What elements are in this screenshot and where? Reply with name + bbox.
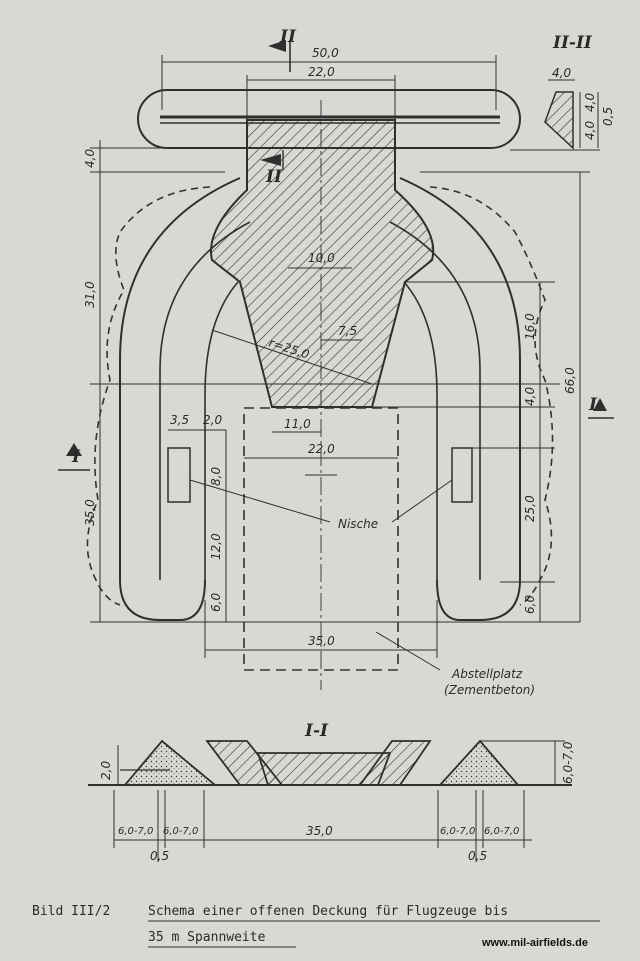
dim-total-66: 66,0	[563, 367, 577, 394]
sec1-dim-left-h: 2,0	[99, 761, 113, 780]
sec1-dim-1: 6,0-7,0	[118, 826, 153, 837]
sec1-dim-small-left: 0,5	[150, 849, 169, 863]
dim-niche-35: 3,5	[170, 413, 189, 427]
section-mark-mid: II	[265, 167, 283, 187]
dim-overall-width: 50,0	[312, 46, 339, 60]
dim-niche-8: 8,0	[209, 467, 223, 486]
right-earth-mound	[437, 739, 520, 786]
dim-pad-width: 22,0	[308, 442, 335, 456]
label-niche: Nische	[338, 517, 378, 531]
left-earth-mound	[123, 739, 218, 786]
dim-arm-6: 6,0	[209, 593, 223, 612]
sec2-dim-h1: 4,0	[583, 93, 597, 112]
caption-label: Bild III/2	[32, 904, 110, 919]
dim-right-4: 4,0	[523, 387, 537, 406]
sec1-dim-4: 6,0-7,0	[440, 826, 475, 837]
dim-right-25: 25,0	[523, 495, 537, 522]
sec1-dim-2: 6,0-7,0	[163, 826, 198, 837]
niche-right	[451, 447, 473, 503]
dim-right-16: 16,0	[523, 313, 537, 340]
dim-left-low: 35,0	[83, 499, 97, 526]
sec1-dim-small-right: 0,5	[468, 849, 487, 863]
caption-line-2: 35 m Spannweite	[148, 930, 266, 945]
dim-left-mid: 31,0	[83, 281, 97, 308]
sec1-dim-right-h: 6,0-7,0	[561, 741, 575, 784]
section-mark-right: I	[588, 395, 598, 415]
section-mark-top: II	[279, 27, 297, 47]
right-wall-hatched	[358, 740, 432, 786]
section-mark-left: I	[71, 447, 81, 467]
earth-outline-dashed	[86, 186, 554, 606]
dim-arm-12: 12,0	[209, 533, 223, 560]
sec1-dim-3: 35,0	[306, 824, 333, 838]
dim-top-width: 22,0	[308, 65, 335, 79]
dim-inner-width: 10,0	[308, 251, 335, 265]
sec2-dim-width: 4,0	[552, 66, 571, 80]
sec2-dim-h2: 4,0	[583, 121, 597, 140]
section-2-profile	[544, 91, 574, 150]
section-2-detail: 4,0 4,0 4,0 0,5	[510, 66, 615, 151]
dim-half-width: 7,5	[338, 324, 357, 338]
website-credit: www.mil-airfields.de	[481, 937, 588, 949]
section-1-profile: I-I 2,0 6,0-7,0 6,0-7,0 6,0-7,0 35,0 6,0…	[88, 721, 575, 863]
dim-left-top: 4,0	[83, 149, 97, 168]
section-1-title: I-I	[304, 721, 329, 741]
niche-left	[167, 447, 191, 503]
dim-niche-20: 2,0	[203, 413, 222, 427]
horseshoe-outer	[119, 177, 521, 580]
caption-line-1: Schema einer offenen Deckung für Flugzeu…	[148, 904, 508, 919]
dim-right-6: 6,0	[523, 595, 537, 614]
label-parking-1: Abstellplatz	[451, 667, 523, 681]
sec2-dim-h3: 0,5	[601, 107, 615, 126]
figure-caption: Bild III/2 Schema einer offenen Deckung …	[32, 904, 600, 949]
label-parking-2: (Zementbeton)	[444, 683, 535, 697]
dim-base-35: 35,0	[308, 634, 335, 648]
plan-view: II II II-II I I 50,0 22,0 4,0 31,0 35,0 …	[58, 27, 614, 697]
sec1-dim-5: 6,0-7,0	[484, 826, 519, 837]
section-2-title: II-II	[552, 33, 593, 53]
dim-neck-width: 11,0	[284, 417, 311, 431]
